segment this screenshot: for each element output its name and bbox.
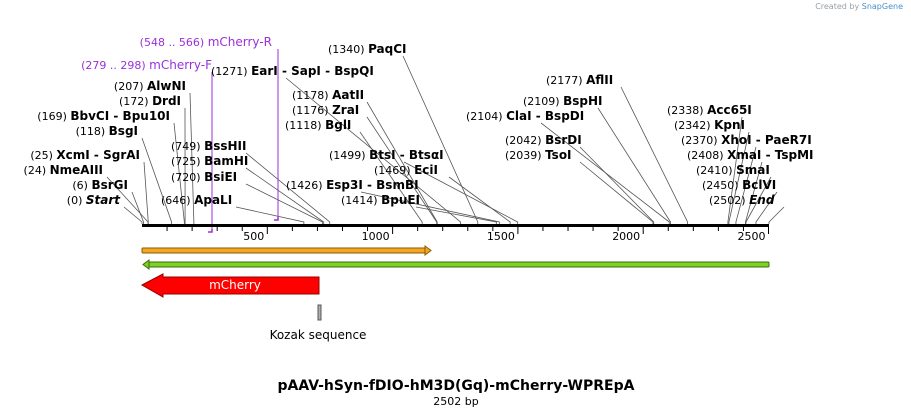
site-label[interactable]: (118) BsgI [76,124,138,138]
primer-label[interactable]: (279 .. 298) mCherry-F [81,58,212,72]
site-leader [768,206,785,224]
site-leader [235,206,305,224]
site-leader [359,131,423,224]
snapgene-logo: SnapGene [861,2,903,11]
site-label[interactable]: (0) Start [67,193,121,207]
site-leader [285,77,461,224]
primer-mark [274,217,279,221]
primer-label[interactable]: (548 .. 566) mCherry-R [140,35,272,49]
site-leader [415,206,497,224]
site-label[interactable]: (2177) AflII [546,73,613,87]
site-label[interactable]: (646) ApaLI [161,193,232,207]
ruler-tick-label: 2500 [737,230,765,243]
site-leader [123,206,143,224]
ruler-tick-label: 2000 [612,230,640,243]
site-leader [245,167,325,224]
site-leader [745,176,772,224]
site-leader [735,146,757,224]
site-label[interactable]: (2370) XhoI - PaeR7I [681,133,812,147]
features: mCherry Kozak sequence [140,245,770,342]
kozak-label: Kozak sequence [270,328,367,342]
mcherry-label: mCherry [209,278,261,292]
site-leader [143,161,149,224]
site-label[interactable]: (172) DrdI [119,94,181,108]
site-label[interactable]: (1499) BtsI - BtsαI [329,148,444,162]
map-title-block: pAAV-hSyn-fDIO-hM3D(Gq)-mCherry-WPREpA 2… [278,378,635,408]
site-label[interactable]: (1469) EciI [374,163,438,177]
site-label[interactable]: (6) BsrGI [72,178,128,192]
ruler-tick-label: 500 [243,230,264,243]
site-leader [755,191,778,224]
primer-mark [208,229,213,233]
ruler-tick-label: 1500 [487,230,515,243]
site-leader [579,146,655,224]
site-leader [448,176,511,224]
backbone [142,224,769,227]
kozak-feature[interactable]: Kozak sequence [270,304,367,342]
site-leader [745,161,763,224]
site-leader [403,161,519,224]
site-label[interactable]: (2450) BclVI [702,178,776,192]
primers: (279 .. 298) mCherry-F (548 .. 566) mCher… [81,35,279,233]
site-label[interactable]: (1176) ZraI [292,103,359,117]
site-label[interactable]: (1414) BpuEI [341,193,420,207]
credit-text: Created by SnapGene [815,2,903,11]
site-leader [131,191,144,224]
map-title: pAAV-hSyn-fDIO-hM3D(Gq)-mCherry-WPREpA [278,378,635,394]
backbone-line [142,224,769,227]
site-leader [366,101,438,224]
site-leader [579,161,654,224]
map-length: 2502 bp [433,395,478,408]
site-label[interactable]: (24) NmeAIII [24,163,103,177]
site-label[interactable]: (2109) BspHI [523,94,602,108]
ruler-tick-label: 1000 [362,230,390,243]
site-label[interactable]: (2408) XmaI - TspMI [687,148,813,162]
site-label[interactable]: (1340) PaqCI [328,42,407,56]
site-label[interactable]: (2042) BsrDI [505,133,582,147]
site-label[interactable]: (725) BamHI [171,154,248,168]
site-label[interactable]: (2104) ClaI - BspDI [466,109,584,123]
site-label[interactable]: (1178) AatII [292,88,364,102]
green-bar[interactable] [142,259,770,270]
site-label[interactable]: (720) BsiEI [171,170,237,184]
mcherry-feature[interactable]: mCherry [140,273,320,298]
site-leader [728,131,750,224]
site-label[interactable]: (1426) Esp3I - BsmBI [286,178,419,192]
site-leader [402,55,479,224]
site-leader [245,183,323,224]
orange-bar[interactable] [141,245,432,256]
site-label[interactable]: (2039) TsoI [505,148,572,162]
site-leader [173,122,185,224]
site-leader [727,116,743,224]
site-leader [141,137,172,224]
site-label[interactable]: (2502) End [709,193,775,207]
site-label[interactable]: (1271) EarI - SapI - BspQI [211,64,374,78]
site-leader [189,92,195,224]
site-leader [620,86,688,224]
site-label[interactable]: (169) BbvCI - Bpu10I [37,109,170,123]
site-leader [245,152,331,224]
site-label[interactable]: (749) BssHII [171,139,246,153]
site-labels: (0) Start(6) BsrGI(24) NmeAIII(25) XcmI … [24,42,814,207]
site-label[interactable]: (25) XcmI - SgrAI [30,148,140,162]
site-leader [360,191,500,224]
site-leader [366,116,438,224]
site-label[interactable]: (2342) KpnI [674,118,745,132]
site-leader [540,122,670,224]
site-leader-lines [106,55,785,224]
ruler-ticks: 500 1000 1500 2000 2500 [166,227,769,243]
site-label[interactable]: (2338) Acc65I [667,103,752,117]
site-label[interactable]: (1118) BglI [285,118,351,132]
site-label[interactable]: (207) AlwNI [114,79,186,93]
site-label[interactable]: (2410) SmaI [696,163,770,177]
site-leader [597,107,671,224]
